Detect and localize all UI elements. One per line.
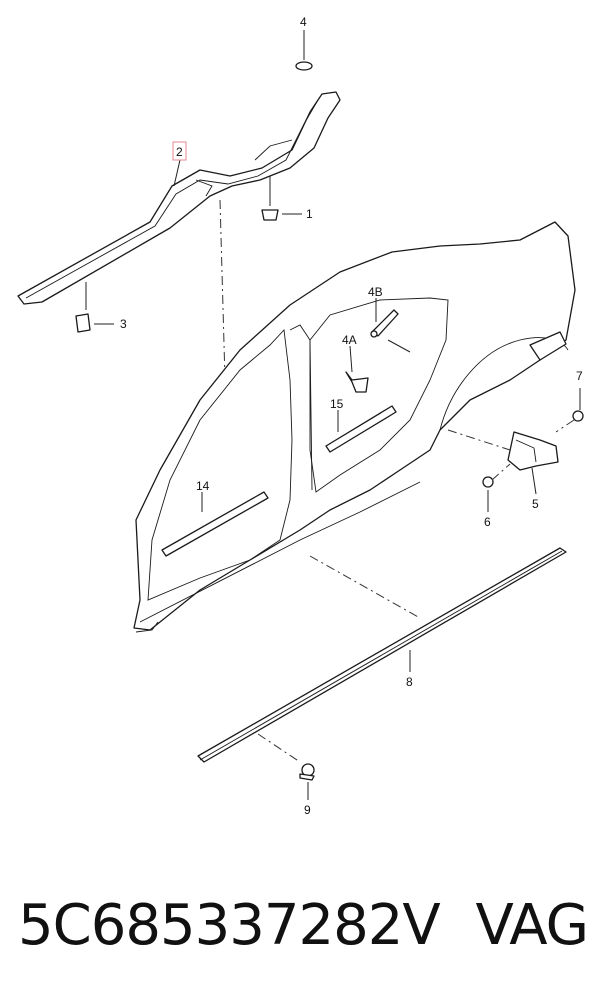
part-number-text: 5C685337282V bbox=[18, 892, 441, 958]
callout-1: 1 bbox=[306, 207, 313, 221]
callout-4a: 4A bbox=[342, 333, 357, 347]
part-9-screw bbox=[257, 733, 315, 800]
part-14-strip bbox=[161, 491, 269, 557]
connector-dash-sill bbox=[309, 555, 421, 619]
parts-diagram: 4 2 1 3 4B 4A 7 15 14 5 6 8 9 bbox=[17, 15, 584, 817]
part-7-bolt bbox=[555, 388, 584, 433]
part-5-bracket bbox=[507, 431, 559, 495]
part-6-bolt bbox=[482, 463, 511, 512]
callout-6: 6 bbox=[484, 515, 491, 529]
part-4-cap bbox=[295, 30, 313, 71]
callout-4b: 4B bbox=[368, 285, 383, 299]
callout-9: 9 bbox=[304, 803, 311, 817]
callout-5: 5 bbox=[532, 497, 539, 511]
part-15-strip bbox=[325, 405, 397, 453]
part-1-clip bbox=[261, 176, 302, 221]
callout-7: 7 bbox=[576, 369, 583, 383]
brand-text: VAG bbox=[475, 892, 589, 958]
callout-8: 8 bbox=[406, 675, 413, 689]
caption-bar: 5C685337282V VAG bbox=[18, 880, 589, 970]
connector-dash-panel bbox=[447, 429, 511, 451]
part-4a-bracket bbox=[345, 345, 369, 393]
callout-2: 2 bbox=[176, 145, 183, 159]
callout-4: 4 bbox=[300, 15, 307, 29]
callout-15: 15 bbox=[330, 397, 344, 411]
callout-3: 3 bbox=[120, 317, 127, 331]
callout-2-highlight-box bbox=[172, 141, 187, 161]
part-8-moulding bbox=[197, 547, 567, 763]
part-4b-rod bbox=[370, 298, 411, 353]
part-3-clip bbox=[75, 282, 114, 333]
part-2-roof-rail bbox=[17, 91, 341, 305]
side-panel-body bbox=[133, 221, 576, 633]
callout-14: 14 bbox=[196, 479, 210, 493]
